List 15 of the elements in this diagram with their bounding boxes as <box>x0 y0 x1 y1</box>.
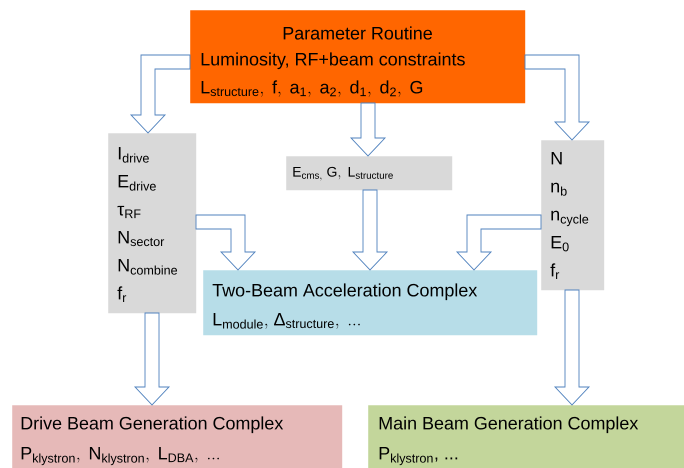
block-arrow <box>134 312 170 406</box>
routine-box: Parameter Routine Luminosity, RF+beam constraints $\mathrm{L_{structure},\ f,\ a_{1},\ a_{2},\ d_{1},\ d_{2},\ G}$ <box>190 10 526 104</box>
block-arrow <box>196 214 256 271</box>
block-arrow <box>350 102 386 157</box>
block-arrow <box>130 54 190 134</box>
block-arrow <box>352 190 388 271</box>
block-arrow <box>554 290 590 406</box>
block-arrow <box>456 214 542 271</box>
complex-box: Main Beam Generation Complex P$_{klystron}$, ... <box>368 405 684 468</box>
complex-box: Drive Beam Generation Complex $\mathrm{P_{klystron},\ N_{klystron},\ L_{DBA},\ ...}$ <box>12 405 342 468</box>
parameter-box: N n$_{b}$ n$_{cycle}$ E$_{0}$ f$_{r}$ <box>541 140 604 290</box>
complex-box: Two-Beam Acceleration Complex $\mathrm{L_{module},\ }\hbox{Δ}_{\mathrm{structure}}\mathrm{,\ ...}$ <box>203 270 538 336</box>
block-arrow <box>524 54 590 141</box>
parameter-box: I$_{drive}$ E$_{drive}$ τ$_{RF}$ N$_{sector}$ N$_{combine}$ f$_{r}$ <box>108 133 196 314</box>
parameter-box: $\mathrm{E_{cms,}\ G,\ L_{structure}}$ <box>286 156 452 190</box>
